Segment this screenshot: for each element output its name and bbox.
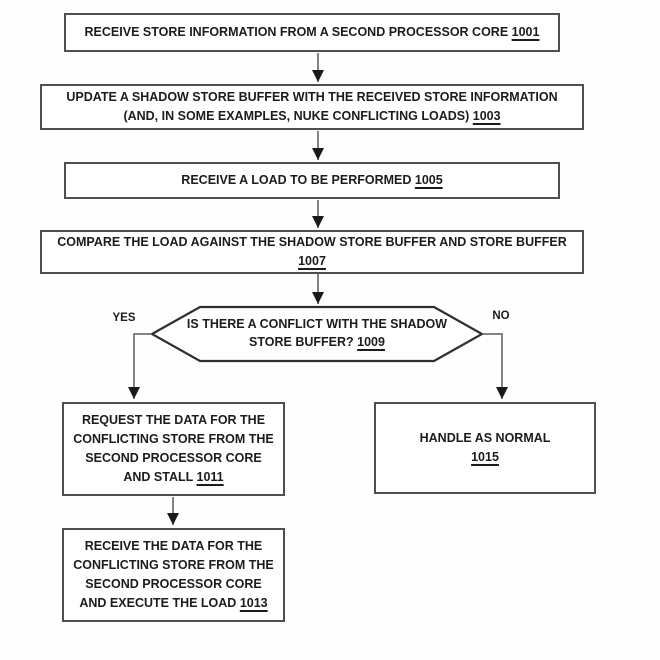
node-label: COMPARE THE LOAD AGAINST THE SHADOW STOR… — [57, 235, 567, 249]
node-label: HANDLE AS NORMAL — [419, 431, 551, 445]
node-ref: 1011 — [196, 470, 224, 484]
flow-step-text: UPDATE A SHADOW STORE BUFFER WITH THE RE… — [42, 88, 582, 126]
node-label: RECEIVE THE DATA FOR THE CONFLICTING STO… — [73, 539, 274, 610]
flow-step-1013-receive-data-execute: RECEIVE THE DATA FOR THE CONFLICTING STO… — [62, 528, 285, 622]
flow-step-text: RECEIVE A LOAD TO BE PERFORMED 1005 — [66, 171, 558, 190]
node-label: IS THERE A CONFLICT WITH THE SHADOW STOR… — [186, 317, 448, 349]
flow-step-text: RECEIVE THE DATA FOR THE CONFLICTING STO… — [64, 537, 283, 613]
node-ref: 1009 — [357, 335, 385, 349]
flow-step-1007-compare-load: COMPARE THE LOAD AGAINST THE SHADOW STOR… — [40, 230, 584, 274]
flow-step-1005-receive-load: RECEIVE A LOAD TO BE PERFORMED 1005 — [64, 162, 560, 199]
branch-label-no: NO — [492, 310, 510, 322]
flow-step-1011-request-data-stall: REQUEST THE DATA FOR THE CONFLICTING STO… — [62, 402, 285, 496]
node-ref: 1005 — [414, 173, 443, 187]
node-ref: 1001 — [511, 25, 540, 39]
flow-step-text: RECEIVE STORE INFORMATION FROM A SECOND … — [66, 23, 558, 42]
node-label: RECEIVE STORE INFORMATION FROM A SECOND … — [84, 25, 512, 39]
node-ref: 1007 — [298, 254, 326, 268]
node-ref: 1003 — [472, 109, 501, 123]
flow-step-text: COMPARE THE LOAD AGAINST THE SHADOW STOR… — [42, 233, 582, 271]
flow-step-1003-update-shadow-buffer: UPDATE A SHADOW STORE BUFFER WITH THE RE… — [40, 84, 584, 130]
flow-step-text: HANDLE AS NORMAL 1015 — [376, 429, 594, 467]
flow-step-text: REQUEST THE DATA FOR THE CONFLICTING STO… — [64, 411, 283, 487]
node-label: UPDATE A SHADOW STORE BUFFER WITH THE RE… — [66, 90, 558, 123]
decision-1009-text: IS THERE A CONFLICT WITH THE SHADOW STOR… — [167, 315, 467, 351]
node-label: REQUEST THE DATA FOR THE CONFLICTING STO… — [73, 413, 274, 484]
edge-yes-1009-to-1011 — [128, 333, 152, 399]
node-ref: 1015 — [471, 450, 499, 464]
flow-step-1001-receive-store-info: RECEIVE STORE INFORMATION FROM A SECOND … — [64, 13, 560, 52]
node-label: RECEIVE A LOAD TO BE PERFORMED — [181, 173, 415, 187]
branch-label-yes: YES — [112, 312, 136, 324]
edge-no-1009-to-1015 — [482, 333, 508, 399]
flow-step-1015-handle-as-normal: HANDLE AS NORMAL 1015 — [374, 402, 596, 494]
node-ref: 1013 — [239, 596, 268, 610]
